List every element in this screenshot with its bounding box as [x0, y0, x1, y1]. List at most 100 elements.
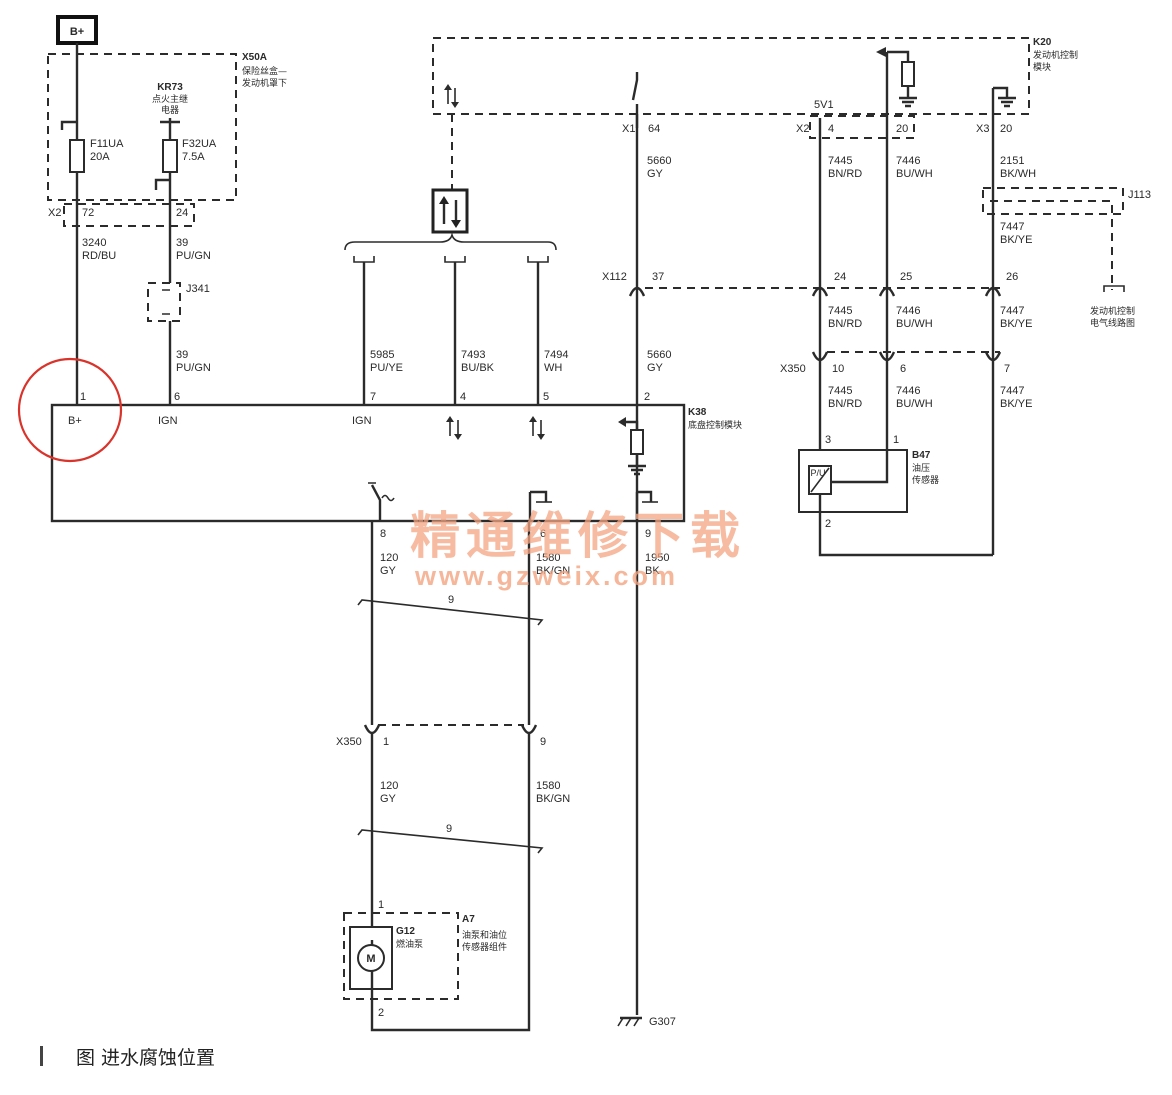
x112-pin-c: 25	[900, 271, 912, 283]
k20-x2-pin-b: 20	[896, 123, 908, 135]
wire-1580b-num: 1580	[536, 780, 560, 792]
wire-39b-color: PU/GN	[176, 362, 211, 374]
fuse-block-x50a	[47, 53, 237, 201]
k20-x1-tag: X1	[622, 123, 635, 135]
sensor-b47-pin-b: 1	[893, 434, 899, 446]
wire-7447b-color: BK/YE	[1000, 318, 1032, 330]
wire-3240-num: 3240	[82, 237, 106, 249]
k38-pin-9: 9	[645, 528, 651, 540]
wire-5660b-color: GY	[647, 362, 664, 374]
k38-pin-7: 7	[370, 391, 376, 403]
motor-symbol: M	[366, 953, 375, 965]
battery-label: B+	[70, 26, 84, 38]
k20-x2-tag: X2	[796, 123, 809, 135]
fuse-f11ua	[69, 139, 85, 173]
wire-7446c-color: BU/WH	[896, 398, 933, 410]
twist-label-2: 9	[446, 823, 452, 835]
module-k20	[432, 37, 1030, 115]
wire-7494-color: WH	[544, 362, 562, 374]
splice-j113	[982, 187, 1124, 215]
wire-7493-num: 7493	[461, 349, 485, 361]
sensor-b47-pin-c: 2	[825, 518, 831, 530]
k38-pin-2: 2	[644, 391, 650, 403]
fuse-block-tag: X50A	[242, 52, 267, 63]
x350-bottom-tag: X350	[336, 736, 362, 748]
fuse-f11ua-rating: 20A	[90, 151, 110, 163]
x350-top-pin-c: 7	[1004, 363, 1010, 375]
wire-7445a-num: 7445	[828, 155, 852, 167]
wire-39a-color: PU/GN	[176, 250, 211, 262]
wire-120a-color: GY	[380, 565, 397, 577]
data-link-box-icon	[431, 188, 469, 234]
k20-x3-tag: X3	[976, 123, 989, 135]
x350-top-pin-b: 6	[900, 363, 906, 375]
k20-5v-label: 5V1	[814, 99, 834, 111]
k38-pin-1-label: B+	[68, 415, 82, 427]
fuse-block-name-1: 保险丝盒—	[242, 65, 287, 77]
wire-7493-color: BU/BK	[461, 362, 495, 374]
x350-top-pin-a: 10	[832, 363, 844, 375]
relay-name-2: 电器	[161, 104, 179, 116]
x112-pin-a: 37	[652, 271, 664, 283]
x112-pin-d: 26	[1006, 271, 1018, 283]
wire-7445c-num: 7445	[828, 385, 852, 397]
fuse-f32ua	[162, 139, 178, 173]
fuse-f32ua-name: F32UA	[182, 138, 217, 150]
wire-3240-color: RD/BU	[82, 250, 116, 262]
fuse-f32ua-rating: 7.5A	[182, 151, 205, 163]
wire-7445b-color: BN/RD	[828, 318, 862, 330]
k38-pin-6: 6	[174, 391, 180, 403]
module-k20-name-1: 发动机控制	[1033, 49, 1078, 61]
fuel-pump-pin-b: 2	[378, 1007, 384, 1019]
wire-7447a-color: BK/YE	[1000, 234, 1032, 246]
connector-x2-pin-b: 24	[176, 207, 188, 219]
x350-bottom-pin-a: 1	[383, 736, 389, 748]
fuel-pump-tag: G12	[396, 926, 415, 937]
wire-1580a-color: BK/GN	[536, 565, 570, 577]
wire-120a-num: 120	[380, 552, 398, 564]
watermark-line-2: www.gzweix.com	[414, 561, 678, 591]
wire-1950-color: BK	[645, 565, 660, 577]
module-k38	[50, 403, 686, 523]
splice-j113-note-1: 发动机控制	[1090, 305, 1135, 317]
wire-7447c-num: 7447	[1000, 385, 1024, 397]
k38-pin-5: 5	[543, 391, 549, 403]
connector-x2-pin-a: 72	[82, 207, 94, 219]
battery-terminal: B+	[56, 15, 98, 45]
caption-bar	[40, 1046, 43, 1066]
connector-x2-tag: X2	[48, 207, 61, 219]
wire-7447c-color: BK/YE	[1000, 398, 1032, 410]
wire-5660a-color: GY	[647, 168, 664, 180]
watermark-line-1: 精通维修下载	[410, 507, 746, 565]
wire-120b-color: GY	[380, 793, 397, 805]
k20-x2-pin-a: 4	[828, 123, 834, 135]
relay-name-1: 点火主继	[152, 93, 188, 105]
splice-j341-tag: J341	[186, 283, 210, 295]
twisted-pair-marker-1	[357, 599, 544, 626]
splice-j341	[147, 282, 181, 322]
pressure-sensor-icon: P/U	[808, 465, 832, 495]
wire-7446c-num: 7446	[896, 385, 920, 397]
k38-pin-4: 4	[460, 391, 466, 403]
sensor-b47-name-1: 油压	[912, 462, 930, 474]
fuel-pump-name: 燃油泵	[396, 938, 423, 950]
wire-7446b-color: BU/WH	[896, 318, 933, 330]
wire-7445a-color: BN/RD	[828, 168, 862, 180]
wire-39b-num: 39	[176, 349, 188, 361]
wire-1580b-color: BK/GN	[536, 793, 570, 805]
wire-2151-num: 2151	[1000, 155, 1024, 167]
motor-icon: M	[357, 944, 385, 972]
module-k20-tag: K20	[1033, 37, 1052, 48]
twisted-pair-marker-2	[357, 829, 544, 854]
ground-g307-icon	[617, 1016, 642, 1027]
wire-7446b-num: 7446	[896, 305, 920, 317]
assembly-a7	[343, 912, 459, 1000]
data-arrow-icon	[444, 84, 459, 108]
fuse-f11ua-name: F11UA	[90, 138, 124, 150]
k38-data-arrow-icon-2	[529, 416, 545, 440]
x112-pin-b: 24	[834, 271, 846, 283]
wire-120b-num: 120	[380, 780, 398, 792]
splice-j113-note-2: 电气线路图	[1090, 317, 1135, 329]
